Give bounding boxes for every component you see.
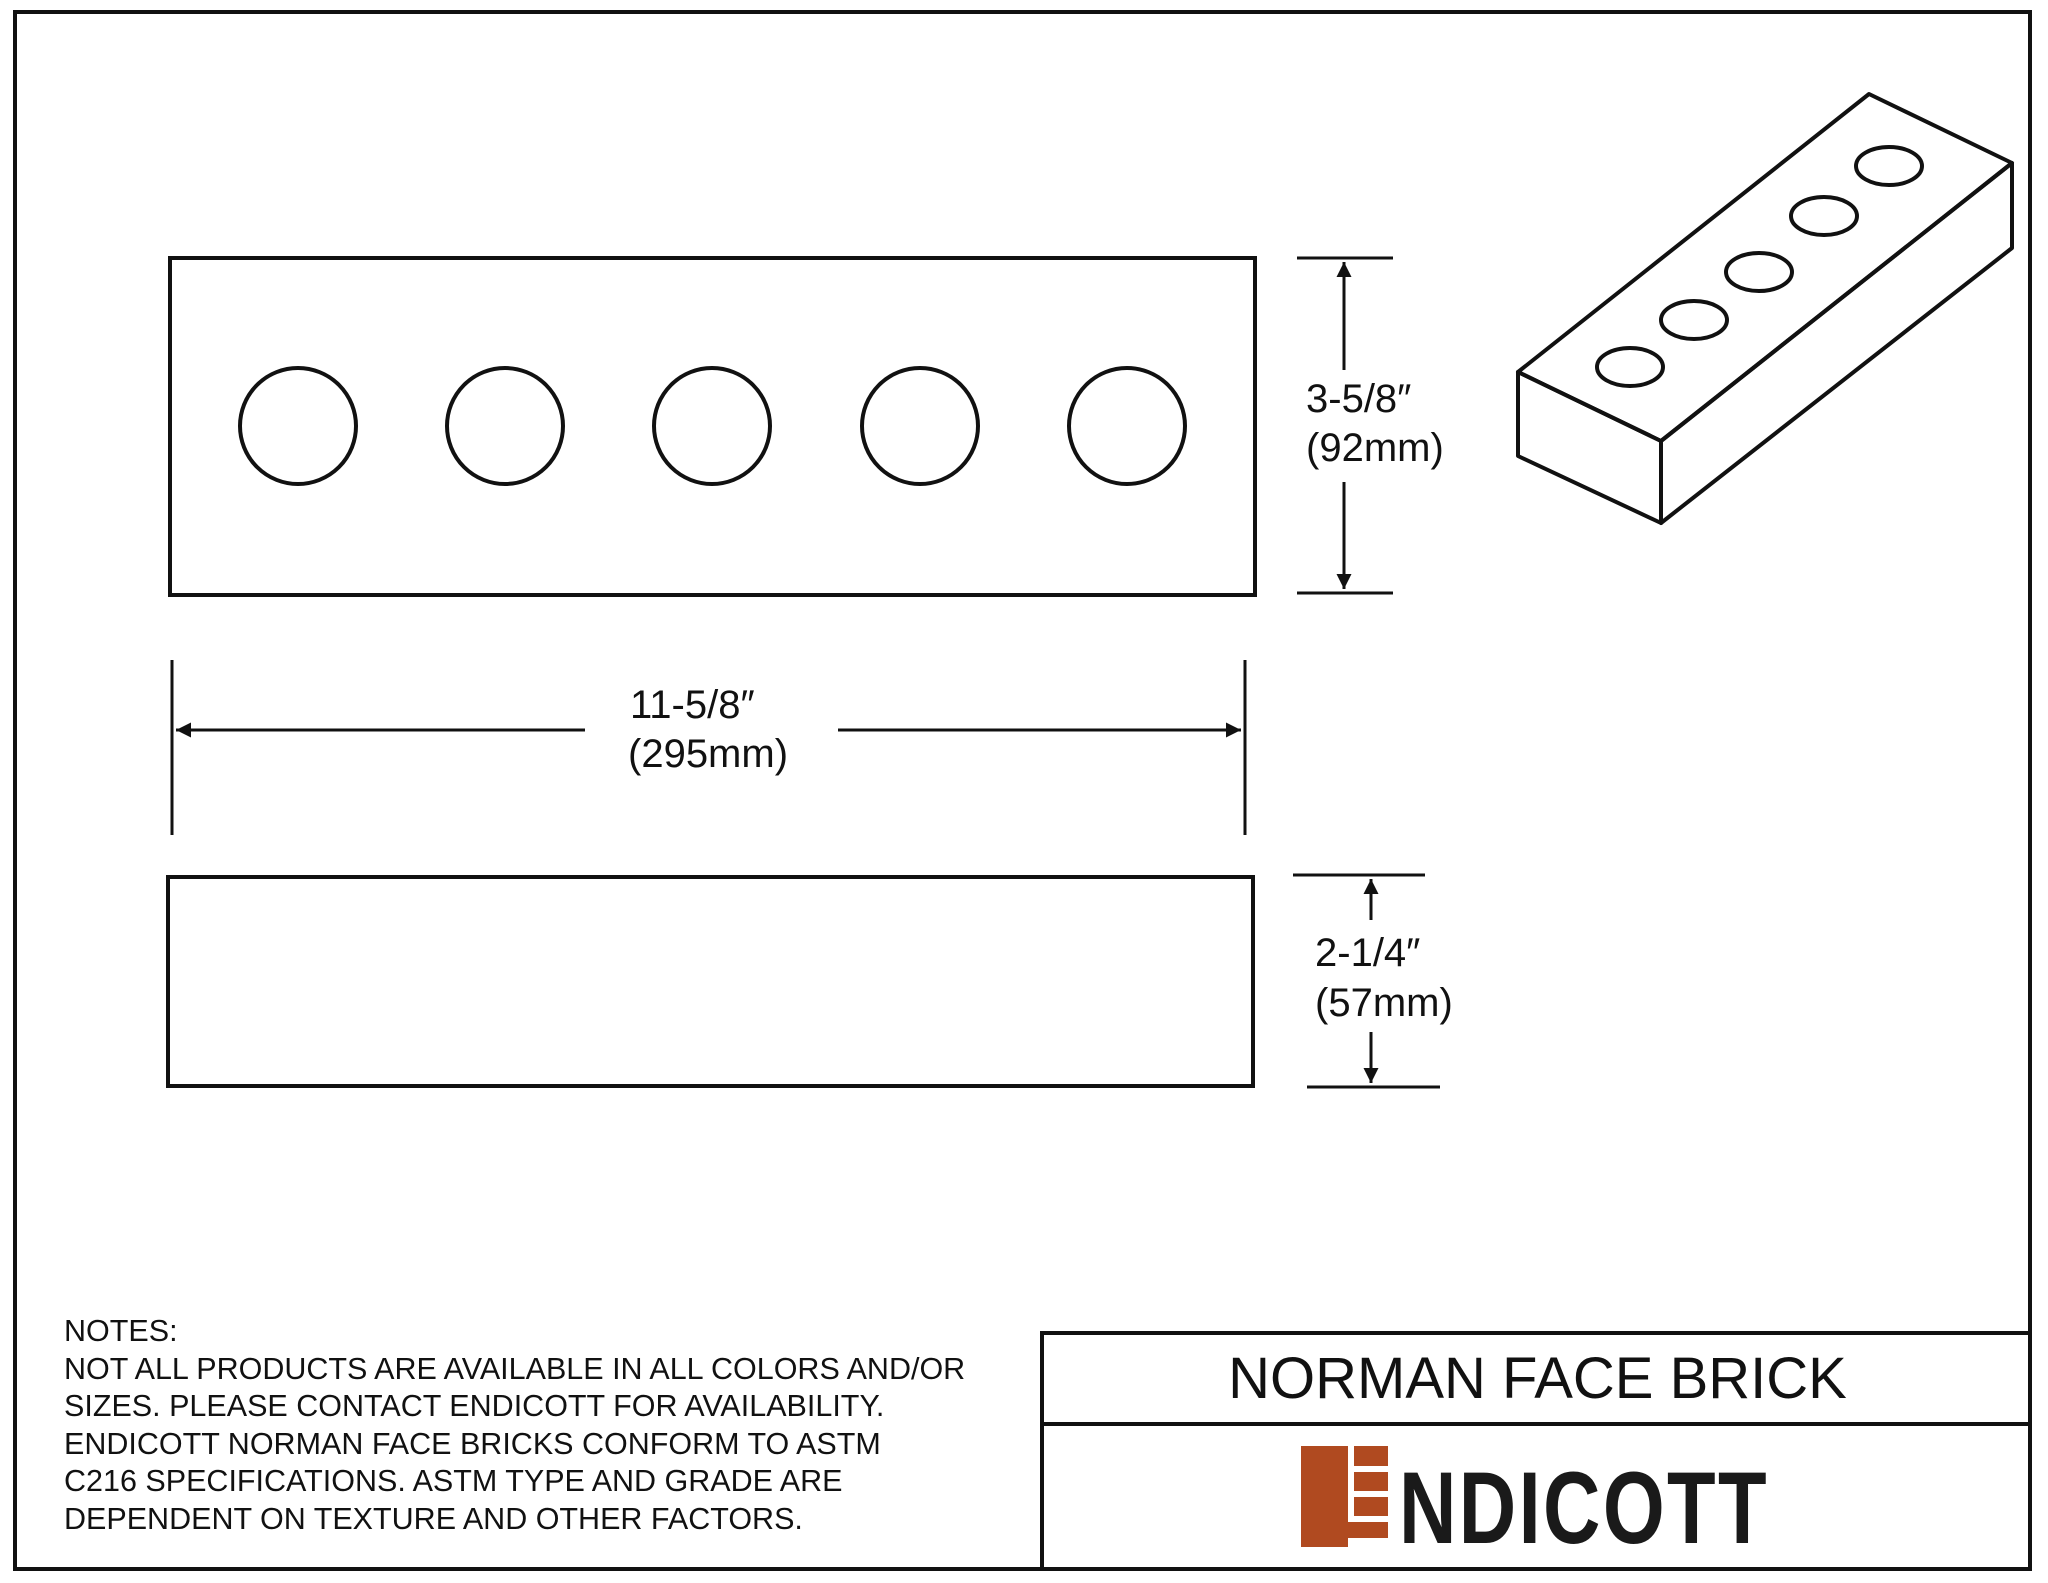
core-hole xyxy=(1067,366,1187,486)
height-inches-label: 3-5/8″ xyxy=(1306,377,1411,421)
endicott-e-brick-icon xyxy=(1301,1446,1388,1547)
core-hole xyxy=(238,366,358,486)
endicott-logo-text: NDICOTT xyxy=(1399,1451,1769,1565)
core-hole xyxy=(445,366,565,486)
width-inches-label: 2-1/4″ xyxy=(1315,931,1420,975)
core-hole xyxy=(860,366,980,486)
brick-side-view xyxy=(166,875,1255,1088)
notes-line: ENDICOTT NORMAN FACE BRICKS CONFORM TO A… xyxy=(64,1426,881,1461)
brick-top-view xyxy=(168,256,1257,597)
sheet-border xyxy=(13,10,2032,1571)
brick-isometric-view xyxy=(1516,92,2014,525)
length-mm-label: (295mm) xyxy=(628,732,788,776)
notes-block: NOTES: NOT ALL PRODUCTS ARE AVAILABLE IN… xyxy=(64,1313,1024,1538)
notes-line: C216 SPECIFICATIONS. ASTM TYPE AND GRADE… xyxy=(64,1464,843,1498)
core-holes xyxy=(238,366,1187,486)
notes-line: NOT ALL PRODUCTS ARE AVAILABLE IN ALL CO… xyxy=(64,1351,966,1386)
notes-line: SIZES. PLEASE CONTACT ENDICOTT FOR AVAIL… xyxy=(64,1389,885,1423)
iso-core-hole xyxy=(1854,145,1924,187)
length-inches-label: 11-5/8″ xyxy=(630,683,755,727)
width-dimension: 2-1/4″ (57mm) xyxy=(1293,873,1453,1089)
notes-heading: NOTES: xyxy=(64,1314,178,1348)
core-hole xyxy=(652,366,772,486)
sheet-title: NORMAN FACE BRICK xyxy=(1228,1345,1847,1411)
title-block xyxy=(1040,1331,2032,1571)
iso-core-hole xyxy=(1659,299,1729,341)
iso-core-hole xyxy=(1789,195,1859,237)
height-mm-label: (92mm) xyxy=(1306,426,1444,470)
iso-core-hole xyxy=(1595,346,1665,388)
iso-core-hole xyxy=(1724,251,1794,293)
width-mm-label: (57mm) xyxy=(1315,981,1453,1025)
height-dimension: 3-5/8″ (92mm) xyxy=(1297,256,1444,595)
endicott-logo: NDICOTT xyxy=(1393,1443,1873,1565)
notes-line: DEPENDENT ON TEXTURE AND OTHER FACTORS. xyxy=(64,1501,803,1536)
length-dimension: 11-5/8″ (295mm) xyxy=(170,660,1247,835)
